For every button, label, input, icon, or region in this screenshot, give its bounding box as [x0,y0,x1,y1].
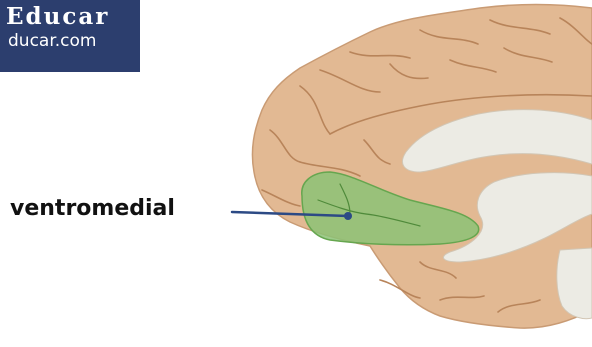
dot-marker-icon [344,212,352,220]
region-label: ventromedial [10,196,175,222]
